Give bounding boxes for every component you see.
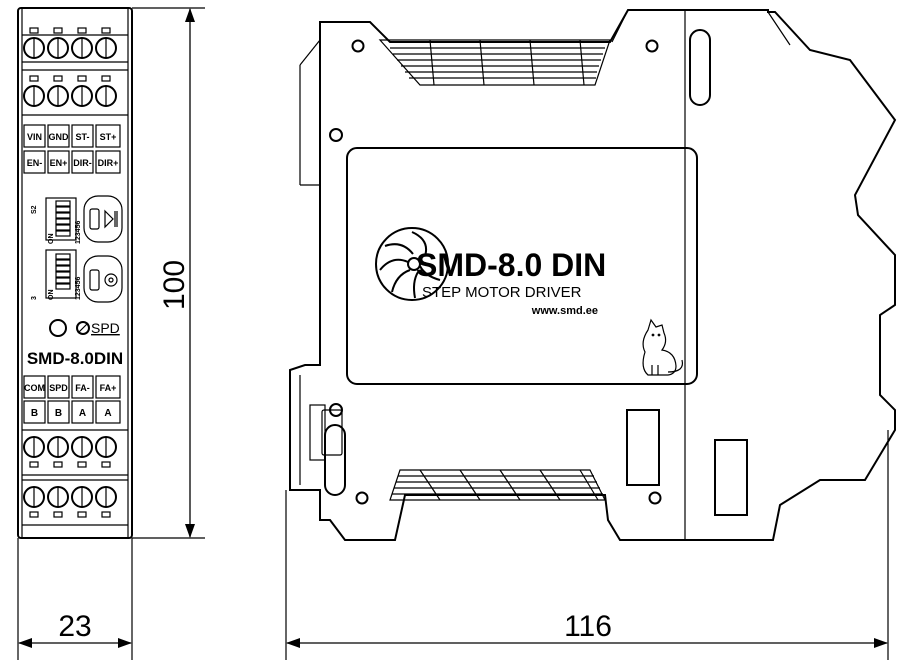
product-website: www.smd.ee [531,305,598,317]
front-housing-outline [17,7,133,539]
bottom-vent [389,469,606,501]
dip2-on-label: ON [48,290,55,301]
cat-mascot-icon [642,318,684,376]
label-vin: VIN [27,132,42,142]
bottom-label-row-2: B B A A [23,400,121,424]
side-view: SMD-8.0 DIN STEP MOTOR DRIVER www.smd.ee [289,9,897,541]
dip1-on-label: ON [48,234,55,245]
slot-top-right [689,29,711,106]
label-fa-minus: FA- [75,383,90,393]
mounting-holes [329,39,662,505]
label-gnd: GND [49,132,70,142]
front-model-name: SMD-8.0DIN [27,349,123,368]
label-en-plus: EN+ [50,158,68,168]
label-dir-minus: DIR- [73,158,92,168]
label-b-1: B [31,408,38,419]
top-vent [378,39,611,86]
product-name: SMD-8.0 DIN [416,247,606,283]
speed-label: SPD [91,320,120,336]
label-dir-plus: DIR+ [98,158,119,168]
top-label-row-1: VIN GND ST- ST+ [23,124,121,148]
label-com: COM [24,383,45,393]
dimension-front-width: 23 [17,538,133,660]
window-lower-1 [626,409,660,486]
bottom-terminal-block-1 [22,429,128,476]
label-spd: SPD [49,383,68,393]
screw-terminals-bottom-1 [23,436,117,458]
screw-terminals-top-1 [23,37,117,59]
top-label-row-2: EN- EN+ DIR- DIR+ [23,150,121,174]
dimension-height-value: 100 [158,260,191,310]
dip2-numbers: 123456 [75,277,82,300]
button-play-pause [83,195,123,243]
slot-bottom-left [324,424,346,496]
top-terminal-block-1 [22,27,128,63]
dip-switch-2: 3 ON 123456 [31,249,82,301]
top-terminal-block-2 [22,69,128,116]
label-st-minus: ST- [75,132,89,142]
din-clip [289,39,343,490]
label-a-2: A [104,408,111,419]
button-rotate [83,255,123,303]
front-view: VIN GND ST- ST+ EN- EN+ DIR- DIR+ S2 ON … [17,7,133,539]
speed-led [49,319,67,337]
dimension-front-width-value: 23 [58,610,91,643]
dimension-side-width: 116 [285,430,889,660]
dimension-height: 100 [132,7,205,539]
product-subtitle: STEP MOTOR DRIVER [422,284,582,301]
label-a-1: A [79,408,86,419]
label-plate: SMD-8.0 DIN STEP MOTOR DRIVER www.smd.ee [346,147,698,385]
bottom-terminal-block-2 [22,479,128,526]
brand-logo-icon [375,227,449,301]
screw-terminals-bottom-2 [23,486,117,508]
screw-terminals-top-2 [23,85,117,107]
dip1-numbers: 123456 [75,221,82,244]
label-en-minus: EN- [27,158,43,168]
window-lower-2 [714,439,748,516]
label-b-2: B [55,408,62,419]
dip1-caption: S2 [31,205,38,214]
label-st-plus: ST+ [100,132,117,142]
dimension-side-width-value: 116 [564,610,612,643]
dip2-caption: 3 [31,296,38,300]
bottom-label-row-1: COM SPD FA- FA+ [23,375,121,399]
dip-switch-1: S2 ON 123456 [31,197,82,245]
speed-potentiometer: SPD [49,319,120,337]
label-fa-plus: FA+ [100,383,117,393]
